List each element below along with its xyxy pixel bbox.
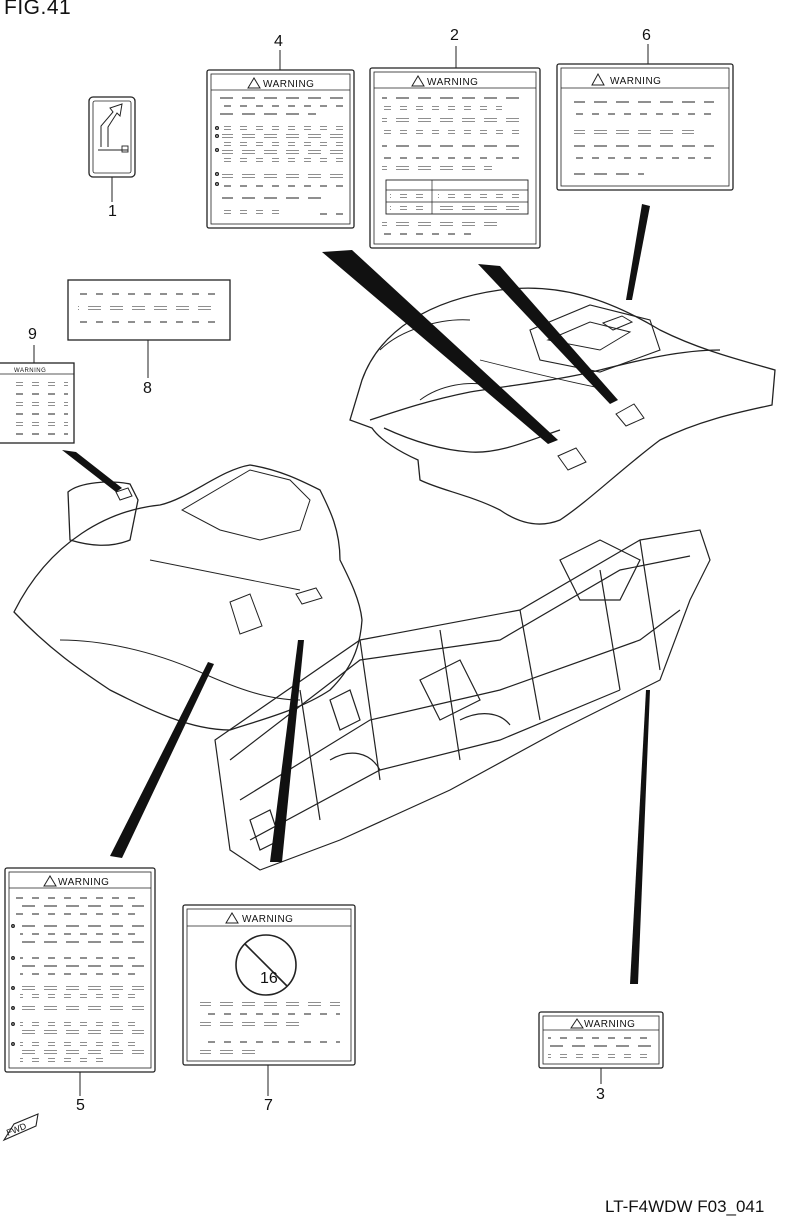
label-9-heading: WARNING [14,368,46,374]
label-5-heading: WARNING [58,877,109,888]
callout-3: 3 [596,1086,605,1103]
drawing-code: LT-F4WDW F03_041 [605,1197,765,1216]
callout-8: 8 [143,380,152,397]
label-8 [67,279,231,378]
fwd-arrow-icon [2,1113,39,1142]
label-3: WARNING [538,1011,664,1084]
callout-2: 2 [450,27,459,44]
age-restriction-icon [235,934,297,996]
label-6-heading: WARNING [610,76,661,87]
label-4: WARNING [206,50,355,229]
front-fender [13,464,363,731]
label-5: WARNING [4,867,156,1096]
callout-1: 1 [108,203,117,220]
callout-7: 7 [264,1097,273,1114]
callout-5: 5 [76,1097,85,1114]
callout-4: 4 [274,33,283,50]
label-3-heading: WARNING [584,1019,635,1030]
callout-6: 6 [642,27,651,44]
label-1 [88,96,136,202]
label-9: WARNING [0,345,75,444]
figure-title: FIG.41 [4,0,72,19]
callout-9: 9 [28,326,37,343]
label-7-heading: WARNING [242,914,293,925]
label-2: WARNING [369,46,541,249]
leader-wedges [62,204,650,984]
label-4-heading: WARNING [263,79,314,90]
label-7: WARNING 16 [182,904,356,1096]
label-6: WARNING [556,44,734,191]
fwd-label: FWD [5,1121,28,1138]
age-symbol: 16 [260,970,278,987]
label-2-heading: WARNING [427,77,478,88]
